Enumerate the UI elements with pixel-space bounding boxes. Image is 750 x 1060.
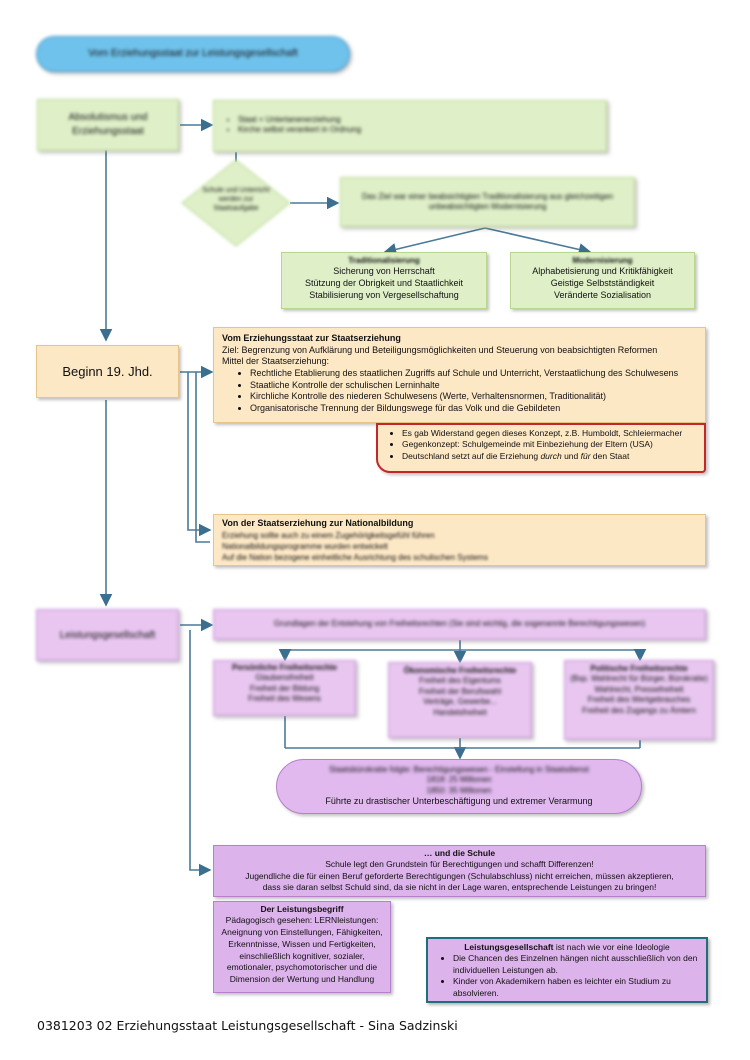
freiheitsrechte-text: Grundlagen der Entstehung von Freiheitsr… [273,619,646,629]
oval-line: 1850: 35 Millionen [426,785,492,795]
freiheit-title: Ökonomische Freiheitsrechte [403,666,517,675]
absolutismus-bullet: Staat = Untertanenerziehung [238,115,606,125]
freiheit-line: Freiheit der Bildung [249,683,320,693]
traditionalisierung-title: Traditionalisierung [348,256,420,265]
oekonomische-freiheitsrechte-box: Ökonomische Freiheitsrechte Freiheit des… [388,662,532,738]
traditionalisierung-box: Traditionalisierung Sicherung von Herrsc… [281,252,487,309]
traditionalisierung-line: Stützung der Obrigkeit und Staatlichkeit [304,278,464,289]
nationalbildung-box: Von der Staatserziehung zur Nationalbild… [213,514,706,566]
footer-text: 0381203 02 Erziehungsstaat Leistungsgese… [37,1018,458,1033]
widerstand-bullet: Deutschland setzt auf die Erziehung durc… [402,451,698,462]
modernisierung-line: Geistige Selbstständigkeit [550,278,655,289]
traditionalisierung-line: Stabilisierung von Vergesellschaftung [309,289,459,300]
nationalbildung-line: Erziehung sollte auch zu einem Zugehörig… [222,530,435,540]
modernisierung-title: Modernisierung [572,256,633,265]
absolutismus-box: Absolutismus und Erziehungsstaat [37,99,179,151]
modernisierung-line: Alphabetisierung und Kritikfähigkeit [532,266,673,277]
leistungsgesellschaft-box: Leistungsgesellschaft [36,609,179,661]
berechtigungswesen-oval: Staatsbürokratie folgte: Berechtigungswe… [276,759,642,814]
staatserziehung-bullet: Organisatorische Trennung der Bildungswe… [250,403,697,415]
freiheit-line: Verträge, Gewerbe... [423,697,497,707]
widerstand-box: Es gab Widerstand gegen dieses Konzept, … [376,423,706,473]
widerstand-text-post: den Staat [590,450,630,461]
leistungsgesellschaft-label: Leistungsgesellschaft [59,629,156,641]
staatserziehung-intro2: Mittel der Staatserziehung: [222,356,330,367]
schule-line: Schule legt den Grundstein für Berechtig… [325,859,594,870]
persoenliche-freiheitsrechte-box: Persönliche Freiheitsrechte Glaubensfrei… [213,660,356,716]
freiheit-line: Freiheit des Eigentums [419,676,501,686]
politische-freiheitsrechte-box: Politische Freiheitsrechte (Bsp. Wahlrec… [564,660,714,740]
freiheit-line: Freiheit des Wesens [248,694,321,704]
staatserziehung-bullet: Staatliche Kontrolle der schulischen Ler… [250,380,697,392]
absolutismus-bullets-box: Staat = Untertanenerziehung Kirche selbs… [213,100,607,152]
absolutismus-label: Absolutismus und Erziehungsstaat [68,112,148,137]
ideologie-box: Leistungsgesellschaft ist nach wie vor e… [426,937,708,1003]
leistungsbegriff-line: Erkenntnisse, Wissen und Fertigkeiten, [228,938,376,949]
leistungsbegriff-line: emotionaler, psychomotorischer und die [226,962,378,973]
staatsaufgabe-diamond: Schule und Unterricht werden zur Staatsa… [180,158,292,248]
leistungsbegriff-line: Dimension der Wertung und Handlung [229,974,375,985]
modernisierung-box: Modernisierung Alphabetisierung und Krit… [510,252,695,309]
freiheit-line: (Bsp. Wahlrecht für Bürger, Bürokratie) [570,674,708,684]
staatserziehung-bullet: Rechtliche Etablierung des staatlichen Z… [250,368,697,380]
ziel-text: Das Ziel war einer beabsichtigten Tradit… [361,192,614,212]
leistungsbegriff-line: Pädagogisch gesehen: LERNleistungen: [225,915,379,926]
freiheit-line: Freiheit des Zugangs zu Ämtern [582,705,696,715]
beginn-label: Beginn 19. Jhd. [62,364,153,379]
widerstand-text-pre: Deutschland setzt auf die Erziehung [402,450,541,461]
freiheit-line: Freiheit des Wertgebrauches [587,695,691,705]
oval-line: Führte zu drastischer Unterbeschäftigung… [325,796,593,807]
schule-line: dass sie daran selbst Schuld sind, da si… [262,881,657,892]
widerstand-bullet: Es gab Widerstand gegen dieses Konzept, … [402,428,698,439]
nationalbildung-line: Nationalbildungsprogramme wurden entwick… [222,541,388,551]
oval-line: Staatsbürokratie folgte: Berechtigungswe… [329,765,589,774]
staatserziehung-box: Vom Erziehungsstaat zur Staatserziehung … [213,327,706,423]
leistungsbegriff-box: Der Leistungsbegriff Pädagogisch gesehen… [213,901,391,993]
diamond-shape [181,159,291,247]
ziel-box: Das Ziel war einer beabsichtigten Tradit… [340,177,635,227]
freiheit-line: Freiheit der Berufswahl [418,686,502,696]
top-banner-text: Vom Erziehungsstaat zur Leistungsgesells… [88,48,298,60]
freiheit-title: Politische Freiheitsrechte [590,664,688,673]
ideologie-title-rest: ist nach wie vor eine Ideologie [553,942,670,952]
beginn-box: Beginn 19. Jhd. [36,345,179,398]
schule-line: Jugendliche die für einen Beruf geforder… [245,870,674,881]
leistungsbegriff-line: Aneignung von Einstellungen, Fähigkeiten… [221,927,383,938]
widerstand-text-durch: durch [540,450,562,461]
staatserziehung-title: Vom Erziehungsstaat zur Staatserziehung [222,333,401,343]
ideologie-bullet: Die Chancen des Einzelnen hängen nicht a… [453,953,701,976]
ideologie-title: Leistungsgesellschaft ist nach wie vor e… [433,942,701,953]
traditionalisierung-line: Sicherung von Herrschaft [333,266,435,277]
freiheitsrechte-box: Grundlagen der Entstehung von Freiheitsr… [213,609,706,640]
absolutismus-bullet: Kirche selbst verankert in Ordnung [238,125,606,135]
freiheit-line: Handelsfreiheit [433,707,487,717]
leistungsbegriff-line: einschließlich kognitiver, sozialer, [239,950,365,961]
freiheit-line: Wahlrecht, Pressefreiheit [594,684,684,694]
nationalbildung-title: Von der Staatserziehung zur Nationalbild… [222,518,414,528]
staatserziehung-bullet: Kirchliche Kontrolle des niederen Schulw… [250,391,697,403]
top-banner: Vom Erziehungsstaat zur Leistungsgesells… [36,36,350,72]
schule-box: … und die Schule Schule legt den Grundst… [213,845,706,897]
widerstand-bullet: Gegenkonzept: Schulgemeinde mit Einbezie… [402,439,698,450]
freiheit-line: Glaubensfreiheit [255,673,314,683]
schule-title: … und die Schule [423,848,496,858]
nationalbildung-line: Auf die Nation bezogene einheitliche Aus… [222,553,488,563]
oval-line: 1818: 25 Millionen [426,775,492,785]
leistungsbegriff-title: Der Leistungsbegriff [260,904,344,914]
widerstand-text-und: und [561,450,581,461]
ideologie-title-bold: Leistungsgesellschaft [464,942,554,952]
widerstand-text-fuer: für [580,450,591,461]
staatserziehung-intro: Ziel: Begrenzung von Aufklärung und Bete… [222,344,658,355]
modernisierung-line: Veränderte Sozialisation [553,289,652,300]
ideologie-bullet: Kinder von Akademikern haben es leichter… [453,976,701,999]
freiheit-title: Persönliche Freiheitsrechte [232,663,337,672]
diamond-label: Schule und Unterricht werden zur Staatsa… [202,187,270,213]
